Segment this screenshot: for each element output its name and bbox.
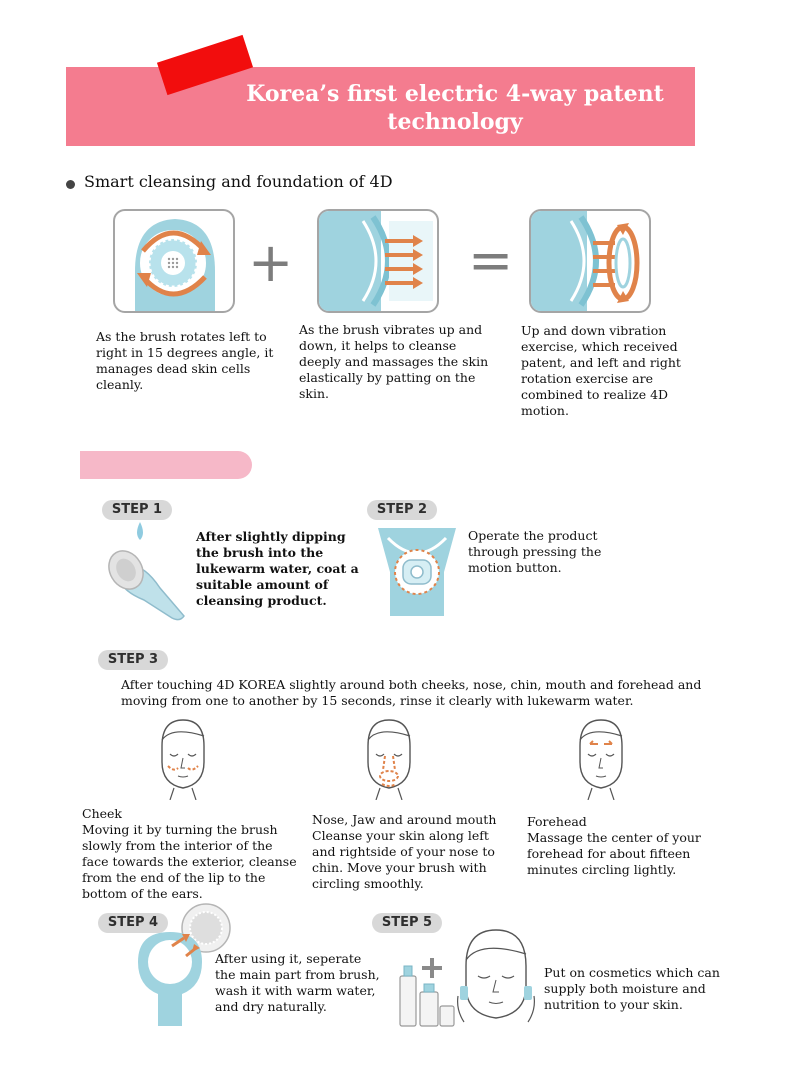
step-5-label: STEP 5 <box>372 913 442 933</box>
forehead-instructions: Massage the center of your forehead for … <box>527 830 701 877</box>
forehead-title: Forehead <box>527 814 587 829</box>
vibrating-brush-icon <box>319 211 433 311</box>
cosmetics-face-icon <box>399 929 535 1027</box>
bullet-icon <box>66 180 75 189</box>
step-2-label: STEP 2 <box>367 500 437 520</box>
pink-section-divider <box>80 451 252 479</box>
nose-jaw-title: Nose, Jaw and around mouth <box>312 812 497 827</box>
equals-operator: = <box>468 229 514 292</box>
forehead-face-icon <box>579 719 623 800</box>
nose-jaw-face-icon <box>367 719 411 800</box>
cheek-face-icon <box>161 719 205 800</box>
nose-jaw-instructions: Cleanse your skin along left and rightsi… <box>312 828 495 891</box>
brush-separation-icon <box>138 903 231 1026</box>
rotating-brush-panel <box>113 209 235 313</box>
combined-motion-panel <box>529 209 651 313</box>
banner-title: Korea’s first electric 4-way patent tech… <box>246 81 664 135</box>
section-heading: Smart cleansing and foundation of 4D <box>84 172 393 191</box>
step-4-instructions: After using it, seperate the main part f… <box>215 951 380 1014</box>
motion-button-icon <box>378 528 456 616</box>
vibrating-brush-panel <box>317 209 439 313</box>
step-1-label: STEP 1 <box>102 500 172 520</box>
cheek-instructions: Moving it by turning the brush slowly fr… <box>82 822 297 901</box>
step-5-instructions: Put on cosmetics which can supply both m… <box>544 965 720 1012</box>
step-3-instructions: After touching 4D KOREA slightly around … <box>121 677 702 708</box>
step-4-label: STEP 4 <box>98 913 168 933</box>
rotation-description: As the brush rotates left to right in 15… <box>96 329 274 392</box>
combined-motion-description: Up and down vibration exercise, which re… <box>521 323 681 418</box>
combined-motion-icon <box>531 211 640 311</box>
step-2-instructions: Operate the product through pressing the… <box>468 528 602 575</box>
step-3-label: STEP 3 <box>98 650 168 670</box>
rotating-brush-icon <box>135 219 215 311</box>
cheek-title: Cheek <box>82 806 122 821</box>
vibration-description: As the brush vibrates up and down, it he… <box>299 322 489 401</box>
plus-operator: + <box>248 231 294 294</box>
step-1-instructions: After slightly dipping the brush into th… <box>196 529 359 608</box>
brush-dipping-icon <box>108 522 185 621</box>
